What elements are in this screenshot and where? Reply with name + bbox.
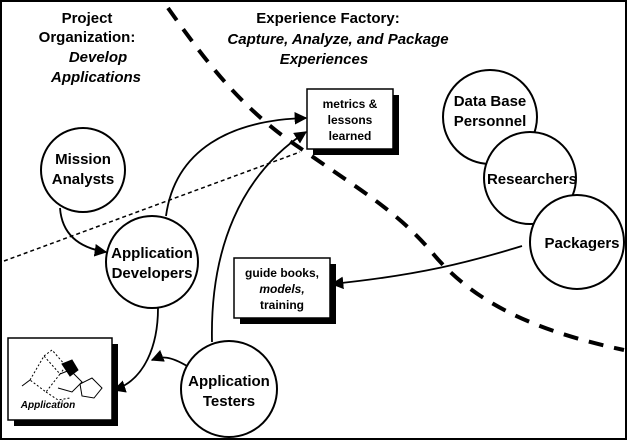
project-organization-heading: Project Organization: Develop Applicatio… (39, 10, 141, 86)
svg-text:Develop: Develop (69, 49, 127, 66)
svg-text:Project: Project (62, 10, 113, 27)
application-testers-label-1: Application (188, 373, 270, 390)
arrow-testers-to-application (150, 349, 188, 367)
svg-text:Capture, Analyze, and Package: Capture, Analyze, and Package (227, 31, 448, 48)
svg-text:Experience Factory:: Experience Factory: (256, 10, 399, 27)
mission-analysts-node (40, 127, 126, 213)
dotted-divider-line (3, 151, 301, 262)
researchers-label: Researchers (487, 171, 577, 188)
application-icon (21, 349, 103, 401)
application-developers-node (105, 215, 199, 309)
experience-factory-heading: Experience Factory: Capture, Analyze, an… (227, 10, 448, 68)
svg-text:Applications: Applications (50, 69, 141, 86)
guide-books-box: guide books, models, training (233, 257, 336, 324)
boundary-dashed-line (166, 6, 625, 352)
arrow-developers-to-metrics (165, 112, 308, 217)
application-developers-label-2: Developers (112, 265, 193, 282)
application-box: Application (7, 337, 118, 426)
svg-text:training: training (260, 298, 304, 312)
svg-text:learned: learned (329, 129, 372, 143)
application-label: Application (20, 400, 75, 411)
svg-text:metrics &: metrics & (323, 97, 378, 111)
application-testers-node (180, 340, 278, 438)
application-testers-label-2: Testers (203, 393, 255, 410)
database-personnel-label-2: Personnel (454, 113, 527, 130)
packagers-node (529, 194, 625, 290)
arrow-packagers-to-guide (330, 245, 523, 290)
arrow-developers-to-application (112, 307, 159, 393)
mission-analysts-label-1: Mission (55, 151, 111, 168)
mission-analysts-label-2: Analysts (52, 171, 115, 188)
arrow-testers-to-metrics (211, 131, 308, 343)
database-personnel-label-1: Data Base (454, 93, 527, 110)
svg-text:models,: models, (259, 282, 304, 296)
arrow-mission-to-developers (59, 207, 108, 257)
svg-text:lessons: lessons (328, 113, 373, 127)
packagers-label: Packagers (544, 235, 619, 252)
metrics-lessons-box: metrics & lessons learned (306, 88, 399, 155)
svg-text:guide books,: guide books, (245, 266, 319, 280)
application-developers-label-1: Application (111, 245, 193, 262)
svg-text:Organization:: Organization: (39, 29, 136, 46)
svg-text:Experiences: Experiences (280, 51, 368, 68)
